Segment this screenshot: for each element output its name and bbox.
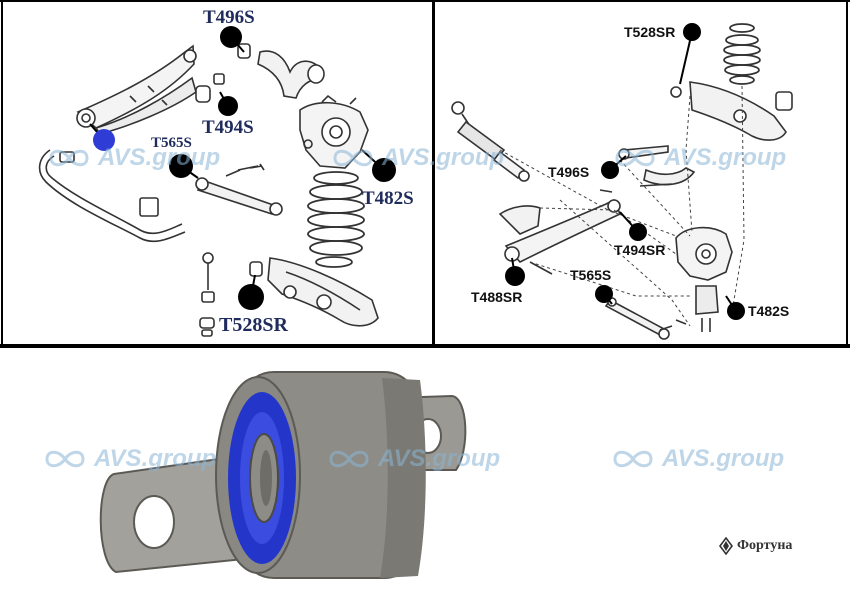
label-t565s-left: T565S bbox=[151, 135, 192, 151]
right-coil-spring bbox=[723, 23, 761, 85]
watermark-photo-right: AVS.group bbox=[610, 445, 784, 473]
left-lower-link bbox=[195, 163, 283, 216]
marker-t528sr-left bbox=[238, 284, 264, 310]
label-t488sr-right: T488SR bbox=[471, 289, 523, 305]
label-t496s-right: T496S bbox=[548, 164, 590, 180]
infinity-icon bbox=[49, 149, 89, 167]
infinity-icon bbox=[329, 450, 369, 468]
label-t494sr-right: T494SR bbox=[614, 242, 666, 258]
panel-divider-vertical bbox=[432, 0, 435, 346]
infinity-icon bbox=[615, 149, 655, 167]
left-lower-arm bbox=[249, 257, 379, 327]
watermark-text: AVS.group bbox=[98, 144, 221, 171]
right-upper-arm bbox=[498, 198, 622, 275]
watermark-text: AVS.group bbox=[382, 144, 505, 171]
watermark-photo-center: AVS.group bbox=[326, 445, 500, 473]
left-upper-link bbox=[195, 43, 325, 103]
infinity-icon bbox=[45, 450, 85, 468]
marker-t565s-left bbox=[169, 154, 193, 178]
left-stabilizer-bar bbox=[38, 149, 186, 243]
left-knuckle bbox=[299, 94, 369, 169]
brand-text: Фортуна bbox=[737, 538, 793, 553]
label-t482s-right: T482S bbox=[748, 303, 790, 319]
marker-t494s-left bbox=[218, 96, 238, 116]
marker-t482s-right bbox=[727, 302, 745, 320]
marker-t528sr-right bbox=[683, 23, 701, 41]
bushing-tab-left-hole bbox=[133, 495, 175, 549]
left-upper-control-arm bbox=[76, 44, 197, 135]
brand-mark: Фортуна bbox=[718, 537, 792, 555]
top-panel-border bbox=[0, 0, 850, 2]
right-lower-arm bbox=[670, 81, 793, 141]
right-lower-link bbox=[604, 297, 687, 340]
watermark-text: AVS.group bbox=[664, 144, 787, 171]
watermark-left-panel-right: AVS.group bbox=[330, 144, 504, 172]
marker-t488sr-right bbox=[505, 266, 525, 286]
infinity-icon bbox=[333, 149, 373, 167]
label-t494s-left: T494S bbox=[202, 117, 254, 138]
watermark-text: AVS.group bbox=[662, 445, 785, 472]
watermark-text: AVS.group bbox=[378, 445, 501, 472]
watermark-text: AVS.group bbox=[94, 445, 217, 472]
marker-t494sr-right bbox=[629, 223, 647, 241]
infinity-icon bbox=[613, 450, 653, 468]
panel-divider-horizontal bbox=[0, 344, 850, 348]
label-t482s-left: T482S bbox=[362, 188, 414, 209]
watermark-left-panel: AVS.group bbox=[46, 144, 220, 172]
marker-t496s-left bbox=[220, 26, 242, 48]
left-coil-spring bbox=[307, 171, 365, 268]
marker-highlight-left bbox=[93, 129, 115, 151]
marker-t565s-right bbox=[595, 285, 613, 303]
watermark-right-panel: AVS.group bbox=[612, 144, 786, 172]
right-shock-absorber bbox=[451, 101, 530, 182]
left-stabilizer-link bbox=[199, 252, 215, 337]
label-t565s-right: T565S bbox=[570, 267, 612, 283]
marker-t496s-right bbox=[601, 161, 619, 179]
right-knuckle bbox=[675, 226, 733, 332]
label-t528sr-left: T528SR bbox=[219, 314, 288, 336]
bushing-photo bbox=[99, 371, 467, 579]
diamond-logo-icon bbox=[719, 537, 733, 555]
label-t496s-left: T496S bbox=[203, 7, 255, 28]
left-panel-border bbox=[1, 1, 3, 346]
marker-t482s-left bbox=[372, 158, 396, 182]
right-panel-border bbox=[846, 1, 848, 346]
label-t528sr-right: T528SR bbox=[624, 24, 676, 40]
watermark-photo-left: AVS.group bbox=[42, 445, 216, 473]
